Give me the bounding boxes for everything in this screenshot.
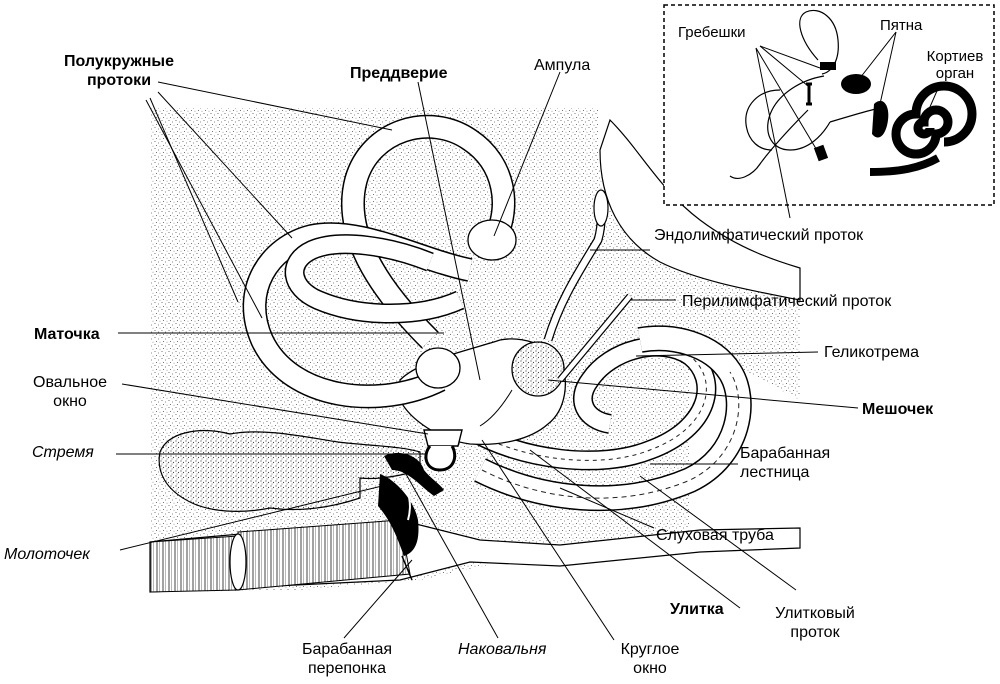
label-oval-window: Овальное окно [18, 373, 122, 411]
label-ampulla: Ампула [534, 57, 591, 74]
cochlea-drawing [464, 325, 752, 512]
ossicles-drawing [378, 429, 463, 581]
semicircular-ducts-drawing [242, 114, 517, 409]
leader-lines [116, 71, 859, 641]
label-tympanic-membrane-line2: перепонка [307, 660, 386, 677]
label-scala-tympani: Барабанная лестница [740, 444, 830, 482]
label-malleus: Молоточек [4, 546, 90, 563]
label-cochlear-duct-line1: Улитковый [775, 605, 855, 622]
label-semicircular-ducts: Полукружные протоки [44, 52, 194, 90]
label-scala-tympani-line2: лестница [740, 464, 810, 481]
label-oval-window-line1: Овальное [33, 374, 107, 391]
label-cochlear-duct: Улитковый проток [760, 604, 870, 642]
label-oval-window-line2: окно [53, 393, 87, 410]
label-saccule: Мешочек [862, 401, 934, 418]
label-semicircular-ducts-line1: Полукружные [64, 53, 174, 70]
label-round-window-line2: окно [633, 660, 667, 677]
label-semicircular-ducts-line2: протоки [86, 72, 152, 89]
label-stapes: Стремя [32, 444, 94, 461]
label-endolymphatic-duct: Эндолимфатический проток [654, 227, 864, 244]
label-cochlea: Улитка [670, 601, 724, 618]
label-scala-tympani-line1: Барабанная [740, 445, 831, 462]
label-round-window-line1: Круглое [620, 641, 680, 658]
label-perilymphatic-duct: Перилимфатический проток [682, 293, 892, 310]
inset-label-organ-of-corti-line1: Кортиев [926, 48, 984, 65]
label-eustachian-tube: Слуховая труба [656, 527, 774, 544]
inset-label-maculae: Пятна [880, 17, 923, 34]
label-tympanic-membrane-line1: Барабанная [301, 641, 393, 658]
eustachian-tube-drawing [149, 519, 801, 593]
external-canal-drawing [158, 429, 421, 512]
ducts-drawing [543, 189, 633, 383]
label-utricle: Маточка [34, 326, 100, 343]
label-helicotrema: Геликотрема [824, 344, 919, 361]
inset-label-cristae: Гребешки [678, 24, 746, 41]
inset-label-organ-of-corti-line2: орган [935, 65, 975, 82]
label-tympanic-membrane: Барабанная перепонка [282, 640, 412, 678]
label-vestibule: Преддверие [350, 65, 448, 82]
label-round-window: Круглое окно [600, 640, 700, 678]
inset-label-organ-of-corti: Кортиев орган [920, 48, 990, 82]
label-cochlear-duct-line2: проток [790, 624, 840, 641]
label-incus: Наковальня [458, 641, 547, 658]
inset-panel [663, 4, 995, 219]
